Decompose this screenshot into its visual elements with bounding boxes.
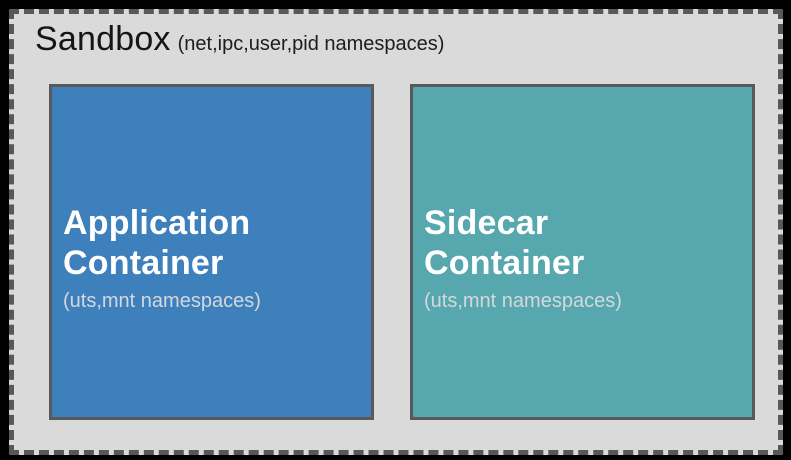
sidecar-container-namespaces-label: (uts,mnt namespaces) — [424, 290, 622, 312]
sidecar-container-title: Sidecar Container — [424, 203, 744, 283]
sandbox-namespaces-label: (net,ipc,user,pid namespaces) — [177, 33, 445, 55]
application-container-title-line1: Application — [63, 204, 251, 242]
sidecar-container-title-line1: Sidecar — [424, 204, 549, 242]
application-container-box: Application Container (uts,mnt namespace… — [49, 84, 374, 420]
application-container-title: Application Container — [63, 203, 363, 283]
application-container-title-line2: Container — [63, 244, 224, 282]
sidecar-container-box: Sidecar Container (uts,mnt namespaces) — [410, 84, 755, 420]
containers-row: Application Container (uts,mnt namespace… — [49, 84, 755, 420]
sandbox-header: Sandbox (net,ipc,user,pid namespaces) — [35, 20, 444, 59]
sandbox-box: Sandbox (net,ipc,user,pid namespaces) App… — [9, 9, 783, 455]
sandbox-title: Sandbox — [35, 20, 171, 58]
sidecar-container-title-line2: Container — [424, 244, 585, 282]
application-container-namespaces-label: (uts,mnt namespaces) — [63, 290, 261, 312]
